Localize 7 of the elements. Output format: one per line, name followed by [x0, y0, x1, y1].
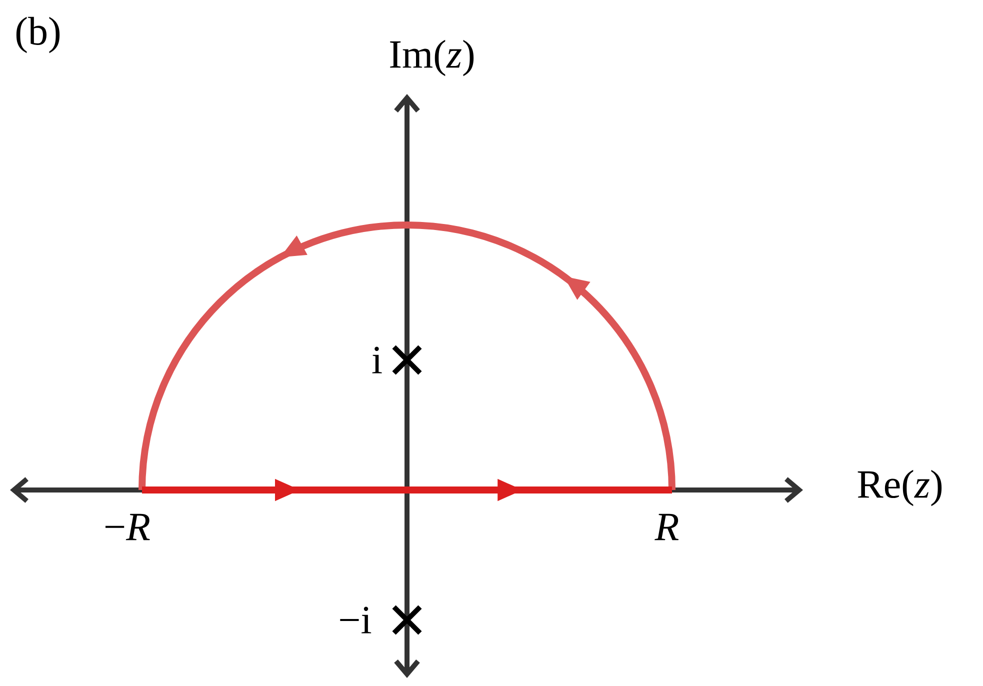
axis-label: i — [372, 346, 382, 374]
axis-label: −i — [340, 606, 372, 634]
axis-label: −R — [106, 514, 150, 540]
axis-label: Im(z) — [390, 40, 474, 76]
axis-label: (b) — [16, 16, 60, 54]
axis-label: R — [654, 514, 679, 540]
axis-label: Re(z) — [858, 470, 942, 506]
